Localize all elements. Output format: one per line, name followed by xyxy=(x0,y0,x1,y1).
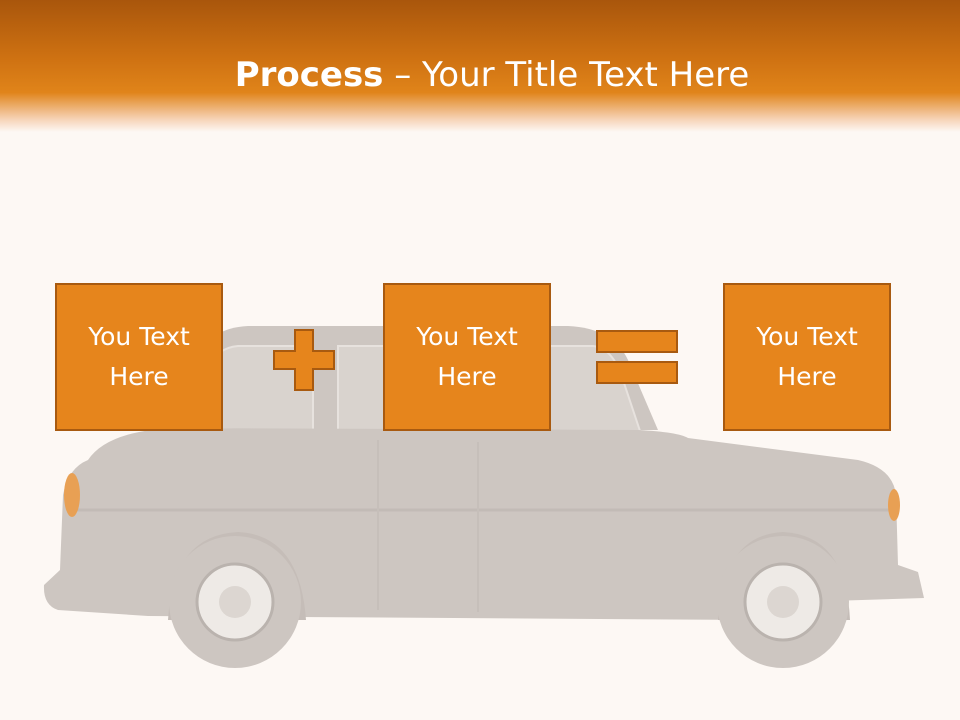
plus-icon xyxy=(273,329,335,391)
title-regular-part: – Your Title Text Here xyxy=(383,55,750,95)
text-box-3[interactable]: You Text Here xyxy=(723,283,891,431)
text-box-3-label: You Text Here xyxy=(756,322,858,391)
title-bold-part: Process xyxy=(234,55,384,95)
title-banner xyxy=(0,0,960,132)
text-box-1[interactable]: You Text Here xyxy=(55,283,223,431)
slide-title: Process – Your Title Text Here xyxy=(0,54,960,96)
text-box-2-label: You Text Here xyxy=(416,322,518,391)
text-box-1-label: You Text Here xyxy=(88,322,190,391)
text-box-2[interactable]: You Text Here xyxy=(383,283,551,431)
equals-icon xyxy=(596,330,678,384)
